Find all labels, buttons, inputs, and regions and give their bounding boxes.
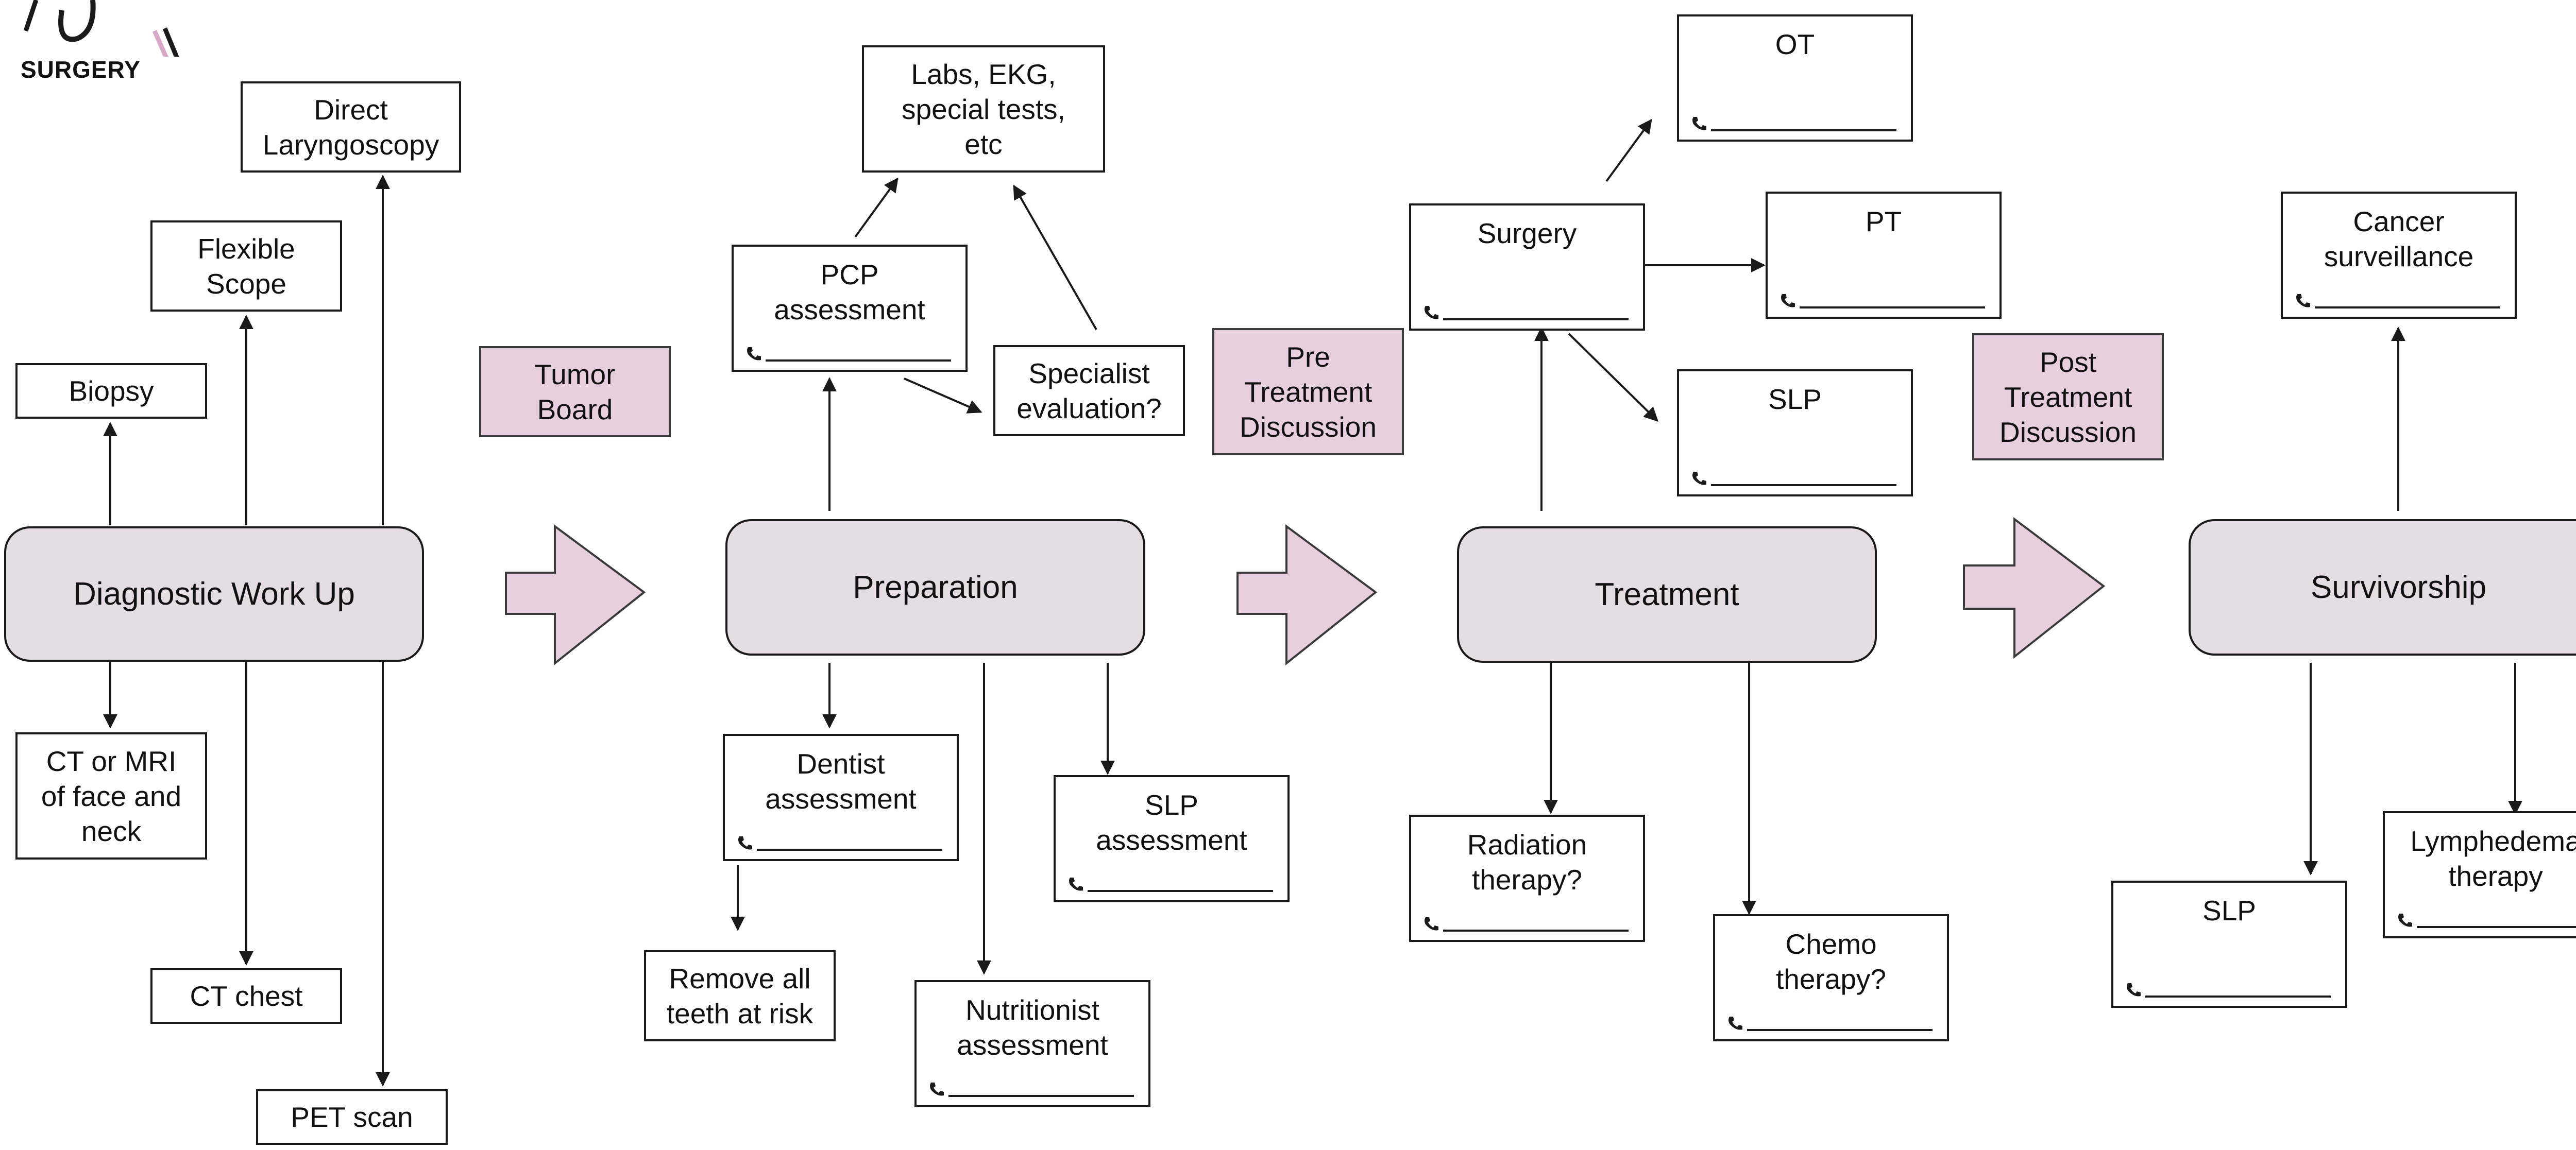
- phase-arrow-2: [1236, 524, 1378, 666]
- contact-line: [1443, 930, 1629, 932]
- post-treatment-discussion-box: Post Treatment Discussion: [1972, 333, 2164, 460]
- post-treatment-discussion-label: Post Treatment Discussion: [1999, 346, 2137, 448]
- lymphedema-therapy-label: Lymphedema therapy: [2410, 825, 2576, 892]
- phase-treatment: Treatment: [1457, 526, 1877, 663]
- radiation-therapy-label: Radiation therapy?: [1467, 829, 1587, 896]
- chemo-therapy-label: Chemo therapy?: [1775, 928, 1887, 995]
- ot-label: OT: [1775, 28, 1815, 60]
- pt-label: PT: [1865, 205, 1902, 237]
- phase-arrow-3: [1963, 517, 2106, 659]
- tumor-board-box: Tumor Board: [479, 346, 671, 437]
- slp-treatment-box: SLP: [1677, 369, 1913, 496]
- remove-teeth-label: Remove all teeth at risk: [666, 962, 814, 1029]
- contact-line: [1711, 129, 1896, 131]
- slp-survivorship-label: SLP: [2202, 895, 2256, 926]
- phase-preparation: Preparation: [725, 519, 1145, 656]
- tumor-board-label: Tumor Board: [534, 358, 616, 425]
- phone-icon: [1779, 292, 1797, 310]
- contact-line: [1800, 306, 1985, 308]
- phase-diagnostic-work-up: Diagnostic Work Up: [4, 526, 424, 662]
- slp-survivorship-box: SLP: [2111, 881, 2347, 1008]
- contact-line: [757, 849, 942, 851]
- slp-assessment-label: SLP assessment: [1096, 789, 1247, 856]
- pcp-assessment-box: PCP assessment: [732, 245, 968, 372]
- contact-line: [1711, 484, 1896, 486]
- phase-label: Treatment: [1595, 576, 1739, 612]
- biopsy-label: Biopsy: [69, 375, 154, 407]
- ct-chest-box: CT chest: [150, 968, 342, 1024]
- phone-icon: [736, 834, 754, 852]
- radiation-therapy-box: Radiation therapy?: [1409, 815, 1645, 942]
- contact-line: [1443, 318, 1629, 320]
- phone-icon: [2396, 912, 2414, 929]
- specialist-evaluation-box: Specialist evaluation?: [993, 345, 1185, 436]
- ct-chest-label: CT chest: [190, 980, 303, 1012]
- logo-wordmark: SURGERY: [21, 56, 141, 83]
- surgery-box: Surgery: [1409, 203, 1645, 331]
- phone-icon: [1690, 470, 1708, 487]
- phase-label: Preparation: [853, 569, 1018, 605]
- phase-label: Survivorship: [2310, 569, 2487, 605]
- pet-scan-box: PET scan: [256, 1089, 448, 1145]
- phase-survivorship: Survivorship: [2189, 519, 2576, 656]
- phase-arrow-1: [505, 524, 646, 666]
- dentist-assessment-label: Dentist assessment: [765, 748, 917, 815]
- dentist-assessment-box: Dentist assessment: [723, 734, 959, 861]
- phase-label: Diagnostic Work Up: [73, 576, 355, 612]
- flexible-scope-box: Flexible Scope: [150, 220, 342, 312]
- pre-treatment-discussion-label: Pre Treatment Discussion: [1240, 340, 1377, 443]
- biopsy-box: Biopsy: [15, 363, 207, 419]
- contact-line: [2145, 995, 2331, 998]
- pre-treatment-discussion-box: Pre Treatment Discussion: [1212, 328, 1404, 455]
- contact-line: [948, 1095, 1134, 1097]
- chemo-therapy-box: Chemo therapy?: [1713, 914, 1949, 1041]
- cancer-surveillance-box: Cancer surveillance: [2281, 192, 2517, 319]
- pet-scan-label: PET scan: [291, 1101, 413, 1133]
- phone-icon: [1422, 915, 1440, 933]
- slp-treatment-label: SLP: [1768, 383, 1822, 415]
- phone-icon: [745, 345, 762, 363]
- ct-mri-label: CT or MRI of face and neck: [41, 745, 182, 847]
- specialist-evaluation-label: Specialist evaluation?: [1016, 357, 1162, 424]
- contact-line: [1747, 1029, 1933, 1031]
- phone-icon: [2294, 292, 2312, 310]
- contact-line: [1088, 890, 1273, 892]
- pcp-assessment-label: PCP assessment: [774, 259, 925, 325]
- remove-teeth-box: Remove all teeth at risk: [644, 950, 836, 1041]
- direct-laryngoscopy-label: Direct Laryngoscopy: [262, 93, 439, 161]
- contact-line: [2315, 306, 2500, 308]
- phone-icon: [1690, 115, 1708, 132]
- lymphedema-therapy-box: Lymphedema therapy: [2383, 811, 2576, 938]
- labs-box: Labs, EKG, special tests, etc: [862, 45, 1105, 173]
- surgery-label: Surgery: [1477, 217, 1577, 249]
- phone-icon: [928, 1080, 945, 1098]
- nutritionist-assessment-label: Nutritionist assessment: [957, 994, 1108, 1061]
- pt-box: PT: [1766, 192, 2002, 319]
- phone-icon: [1726, 1015, 1744, 1032]
- cancer-surveillance-label: Cancer surveillance: [2324, 205, 2474, 272]
- ot-box: OT: [1677, 14, 1913, 142]
- direct-laryngoscopy-box: Direct Laryngoscopy: [241, 81, 461, 173]
- ct-mri-box: CT or MRI of face and neck: [15, 732, 207, 860]
- phone-icon: [1422, 304, 1440, 321]
- nutritionist-assessment-box: Nutritionist assessment: [914, 980, 1150, 1107]
- slp-assessment-box: SLP assessment: [1054, 775, 1290, 902]
- contact-line: [2417, 926, 2576, 928]
- phone-icon: [1067, 876, 1084, 893]
- logo: SURGERY: [15, 0, 191, 85]
- contact-line: [766, 359, 951, 362]
- labs-label: Labs, EKG, special tests, etc: [902, 58, 1065, 160]
- flexible-scope-label: Flexible Scope: [197, 232, 295, 300]
- phone-icon: [2125, 981, 2142, 999]
